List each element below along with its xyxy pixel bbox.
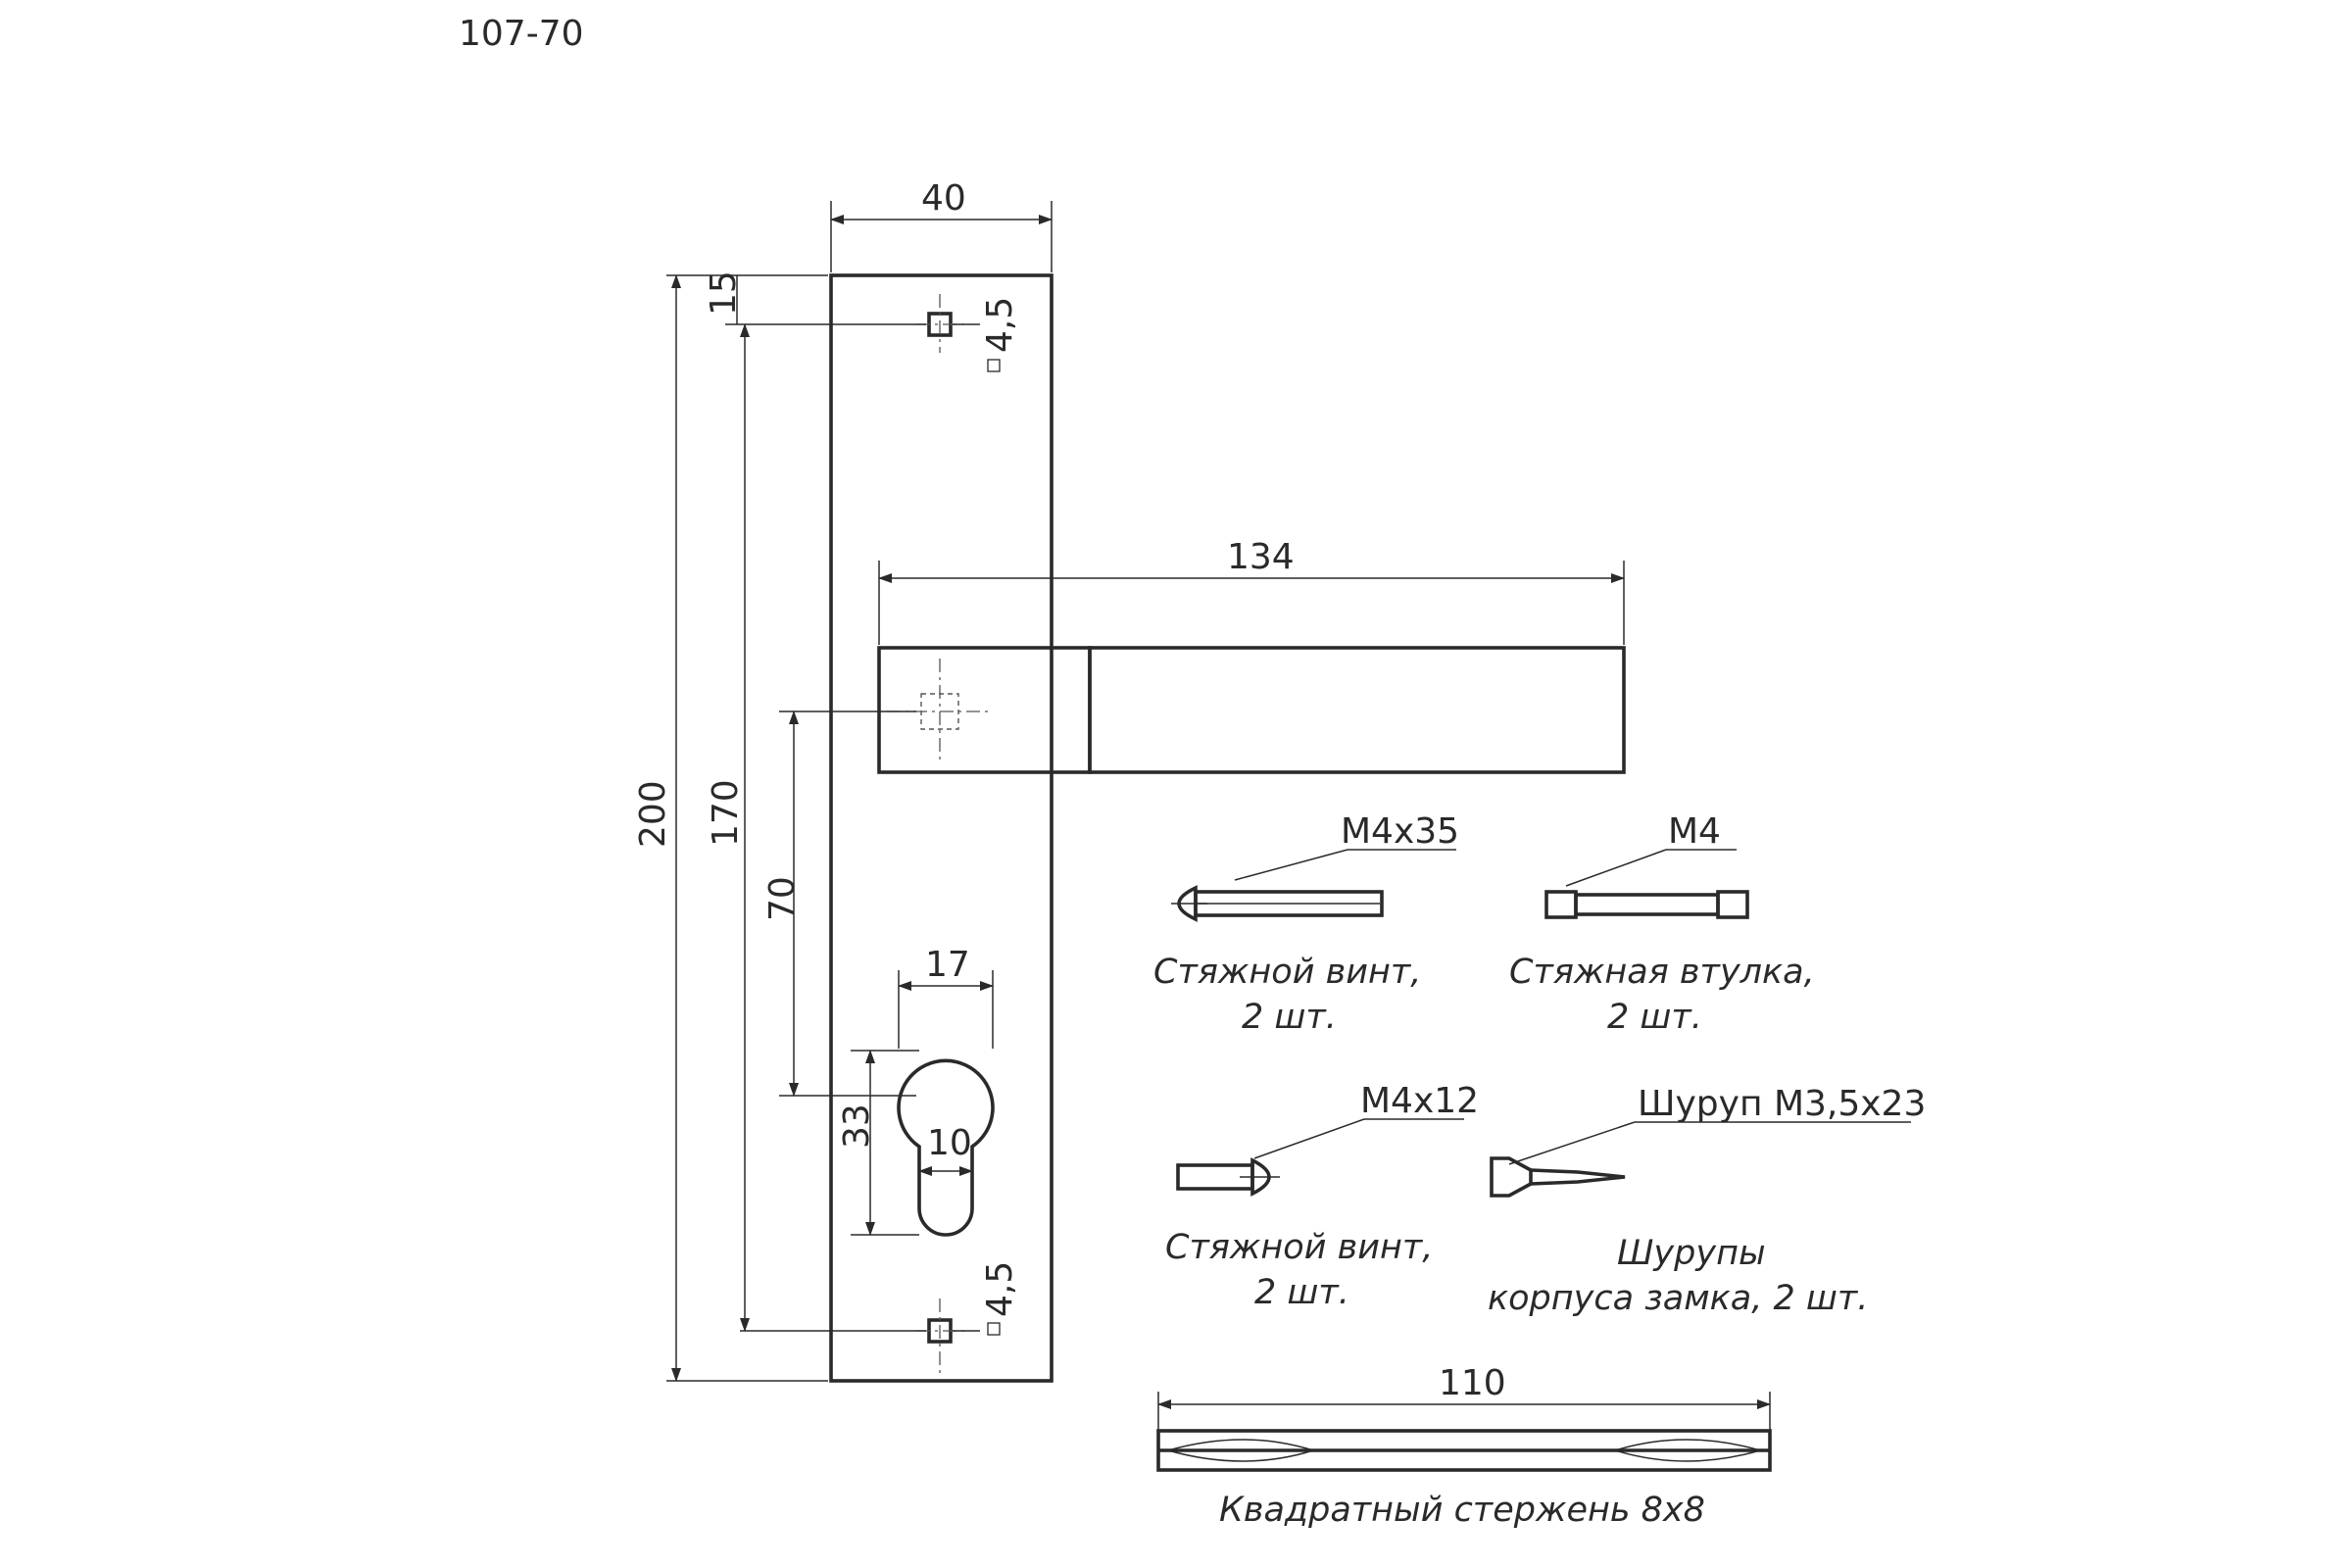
dim-axis-to-cylinder: 70 [762,710,916,1097]
dim-cylinder-slot: 10 [918,1123,973,1176]
dim-total-height: 200 [633,274,828,1382]
part-wood-screw-spec: Шуруп М3,5х23 [1638,1084,1926,1124]
part-screw-short-caption1: Стяжной винт, [1165,1228,1433,1267]
part-bushing-spec: M4 [1668,811,1721,852]
dim-cylinder-height-label: 33 [837,1103,877,1149]
part-square-rod: Квадратный стержень 8х8 [1156,1429,1772,1530]
part-screw-short-caption2: 2 шт. [1254,1273,1349,1312]
part-square-rod-caption: Квадратный стержень 8х8 [1219,1491,1705,1530]
plate-outline [829,273,1054,1383]
part-screw-short: M4x12 Стяжной винт, 2 шт. [1165,1081,1479,1312]
part-bushing-caption1: Стяжная втулка, [1509,953,1815,992]
dim-plate-width: 40 [830,178,1053,272]
part-bushing-caption2: 2 шт. [1607,998,1702,1037]
part-screw-long: M4x35 Стяжной винт, 2 шт. [1153,811,1459,1037]
lever-handle [877,646,1626,774]
dim-rod-length-label: 110 [1439,1363,1506,1403]
dim-hole-size-bottom: 4,5 [953,1261,1020,1336]
dim-hole-size-bottom-label: 4,5 [980,1261,1020,1317]
dim-hole-spacing-label: 170 [706,779,746,847]
part-screw-long-spec: M4x35 [1341,811,1459,852]
dim-hole-size-top-label: 4,5 [980,297,1020,353]
handle-rose [877,646,1092,774]
handle-lever [1088,646,1626,774]
square-symbol-top [987,359,1001,372]
part-wood-screw-caption1: Шурупы [1617,1234,1766,1273]
dim-handle-length: 134 [878,537,1625,645]
article-number: 107-70 [459,14,584,54]
dim-plate-width-label: 40 [921,178,966,219]
dim-cylinder-width: 17 [898,945,994,1049]
dim-rod-length: 110 [1157,1363,1771,1431]
dim-handle-length-label: 134 [1227,537,1295,577]
dim-top-offset-label: 15 [704,270,744,316]
part-bushing: M4 Стяжная втулка, 2 шт. [1509,811,1815,1037]
part-wood-screw-caption2: корпуса замка, 2 шт. [1488,1279,1868,1318]
dim-hole-size-top: 4,5 [953,297,1020,372]
dim-top-offset: 15 [704,270,926,325]
square-symbol-bottom [987,1322,1001,1336]
dim-cylinder-height: 33 [837,1050,919,1236]
part-screw-long-caption2: 2 шт. [1242,998,1337,1037]
part-screw-long-caption1: Стяжной винт, [1153,953,1421,992]
dim-total-height-label: 200 [633,780,673,848]
part-screw-short-spec: M4x12 [1360,1081,1479,1121]
escutcheon-plate [829,273,1054,1383]
dim-cylinder-width-label: 17 [925,945,970,985]
dim-cylinder-slot-label: 10 [927,1123,972,1163]
dim-axis-to-cylinder-label: 70 [762,876,803,921]
dim-hole-spacing: 170 [706,323,926,1332]
part-wood-screw: Шуруп М3,5х23 Шурупы корпуса замка, 2 шт… [1488,1084,1926,1318]
